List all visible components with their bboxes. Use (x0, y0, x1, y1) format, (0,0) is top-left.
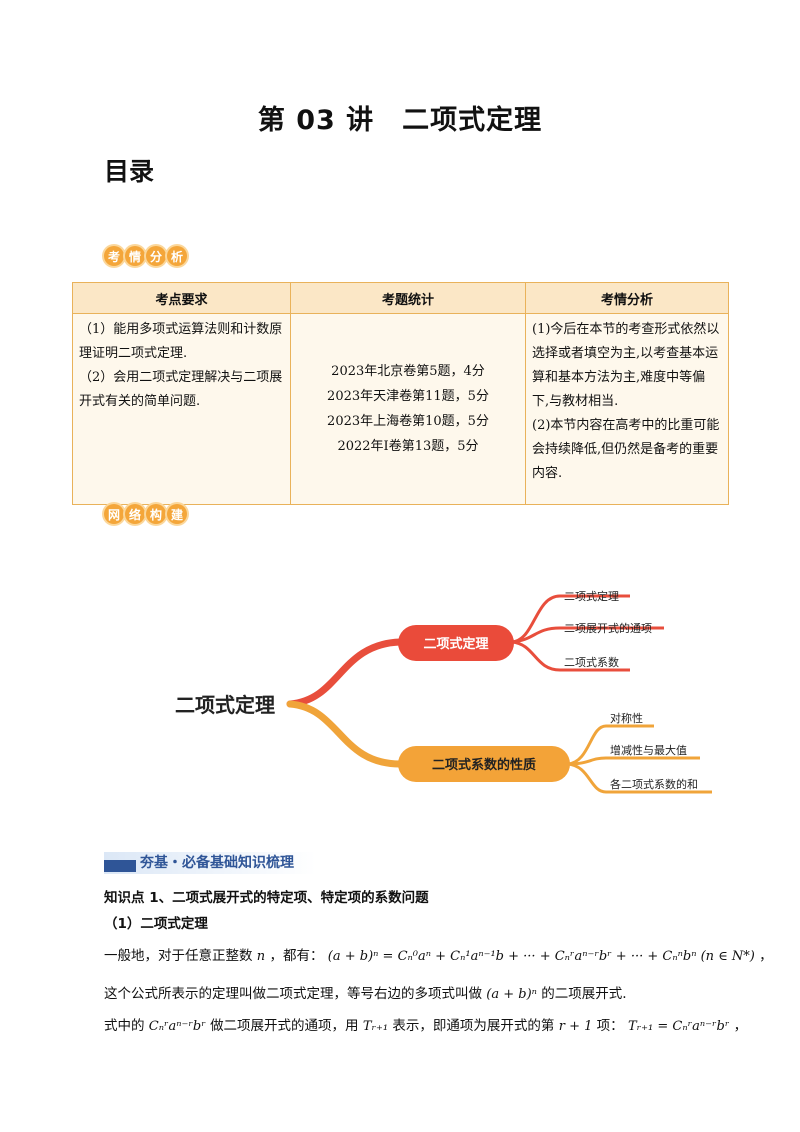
math-expression: r + 1 (558, 1019, 593, 1034)
stat-item: 2023年北京卷第5题，4分 (331, 364, 485, 379)
text-span: 的二项展开式. (541, 986, 627, 1002)
branch-node-1 (398, 625, 514, 661)
badge-char: 建 (167, 504, 187, 524)
leaf-label: 各二项式系数的和 (610, 777, 698, 791)
general-term-formula: Tᵣ₊₁ = Cₙʳaⁿ⁻ʳbʳ (627, 1019, 730, 1034)
leaf-label: 二项展开式的通项 (564, 621, 652, 635)
math-variable: Tᵣ₊₁ (362, 1019, 389, 1034)
table-header-row: 考点要求 考题统计 考情分析 (72, 282, 729, 314)
branch-connector (286, 700, 404, 768)
branch-label-1: 二项式定理 (423, 636, 488, 652)
stat-item: 2023年天津卷第11题，5分 (327, 389, 489, 404)
text-span: 做二项展开式的通项，用 (210, 1018, 359, 1034)
branch-node-2 (398, 746, 570, 782)
page-title: 第 03 讲 二项式定理 (257, 105, 543, 136)
analysis-item: (2)本节内容在高考中的比重可能会持续降低,但仍然是备考的重要内容. (532, 418, 720, 481)
leaf-label: 增减性与最大值 (610, 743, 687, 757)
requirements-cell: （1）能用多项式运算法则和计数原理证明二项式定理. （2）会用二项式定理解决与二… (72, 313, 291, 505)
text-span: ， (733, 1018, 748, 1034)
binomial-formula: (a + b)ⁿ = Cₙ⁰aⁿ + Cₙ¹aⁿ⁻¹b + ··· + Cₙʳa… (327, 949, 755, 964)
math-variable: n (256, 949, 266, 964)
badge-char: 情 (125, 246, 145, 266)
table-header: 考点要求 (72, 282, 291, 314)
mind-map: 二项式定理 二项式定理 二项式系数的性质 二项式定理 二项展开式的通项 二项式系… (175, 589, 712, 794)
requirement-item: （1）能用多项式运算法则和计数原理证明二项式定理. (79, 322, 283, 361)
math-expression: (a + b)ⁿ (486, 987, 537, 1002)
text-span: ， (759, 948, 773, 964)
paragraph: 一般地，对于任意正整数 n ，都有： (a + b)ⁿ = Cₙ⁰aⁿ + Cₙ… (104, 944, 773, 964)
badge-char: 析 (167, 246, 187, 266)
badge-char: 考 (104, 246, 124, 266)
text-span: 一般地，对于任意正整数 (104, 948, 253, 964)
section-title: 夯基・必备基础知识梳理 (140, 855, 294, 871)
paragraph: 式中的 Cₙʳaⁿ⁻ʳbʳ 做二项展开式的通项，用 Tᵣ₊₁ 表示，即通项为展开… (104, 1014, 747, 1034)
network-badge: 网 络 构 建 (104, 504, 187, 524)
table-header: 考题统计 (290, 282, 526, 314)
exam-analysis-badge: 考 情 分 析 (104, 246, 187, 266)
knowledge-point-heading: 知识点 1、二项式展开式的特定项、特定项的系数问题 (104, 890, 429, 906)
paragraph: 这个公式所表示的定理叫做二项式定理，等号右边的多项式叫做 (a + b)ⁿ 的二… (104, 982, 627, 1002)
table-header: 考情分析 (525, 282, 729, 314)
stat-item: 2022年I卷第13题，5分 (337, 439, 479, 454)
general-term: Cₙʳaⁿ⁻ʳbʳ (148, 1019, 206, 1034)
leaf-label: 对称性 (610, 711, 643, 725)
badge-char: 络 (125, 504, 145, 524)
analysis-cell: (1)今后在本节的考查形式依然以选择或者填空为主,以考查基本运算和基本方法为主,… (525, 313, 729, 505)
text-span: 这个公式所表示的定理叫做二项式定理，等号右边的多项式叫做 (104, 986, 482, 1002)
leaf-connector (567, 762, 712, 794)
sub-heading: （1）二项式定理 (104, 916, 208, 932)
leaf-label: 二项式系数 (564, 656, 619, 669)
leaf-connector (511, 640, 630, 672)
toc-heading: 目录 (104, 157, 155, 186)
badge-char: 构 (146, 504, 166, 524)
leaf-connector (567, 724, 654, 766)
requirement-item: （2）会用二项式定理解决与二项展开式有关的简单问题. (79, 370, 283, 409)
exam-analysis-table: 考点要求 考题统计 考情分析 （1）能用多项式运算法则和计数原理证明二项式定理.… (72, 282, 729, 505)
leaf-connector (567, 756, 700, 766)
text-span: 式中的 (104, 1018, 145, 1034)
branch-label-2: 二项式系数的性质 (432, 757, 536, 773)
section-banner-block (104, 860, 136, 872)
badge-char: 网 (104, 504, 124, 524)
section-banner (104, 852, 316, 874)
text-span: 项： (596, 1018, 624, 1034)
text-span: ，都有： (269, 948, 324, 964)
branch-connector (286, 638, 404, 708)
stats-cell: 2023年北京卷第5题，4分 2023年天津卷第11题，5分 2023年上海卷第… (290, 313, 526, 505)
badge-char: 分 (146, 246, 166, 266)
mindmap-root: 二项式定理 (175, 693, 275, 717)
leaf-connector (511, 626, 664, 644)
leaf-label: 二项式定理 (564, 589, 619, 603)
analysis-item: (1)今后在本节的考查形式依然以选择或者填空为主,以考查基本运算和基本方法为主,… (532, 322, 720, 409)
table-row: （1）能用多项式运算法则和计数原理证明二项式定理. （2）会用二项式定理解决与二… (72, 313, 729, 505)
text-span: 表示，即通项为展开式的第 (392, 1018, 555, 1034)
stat-item: 2023年上海卷第10题，5分 (327, 414, 489, 429)
